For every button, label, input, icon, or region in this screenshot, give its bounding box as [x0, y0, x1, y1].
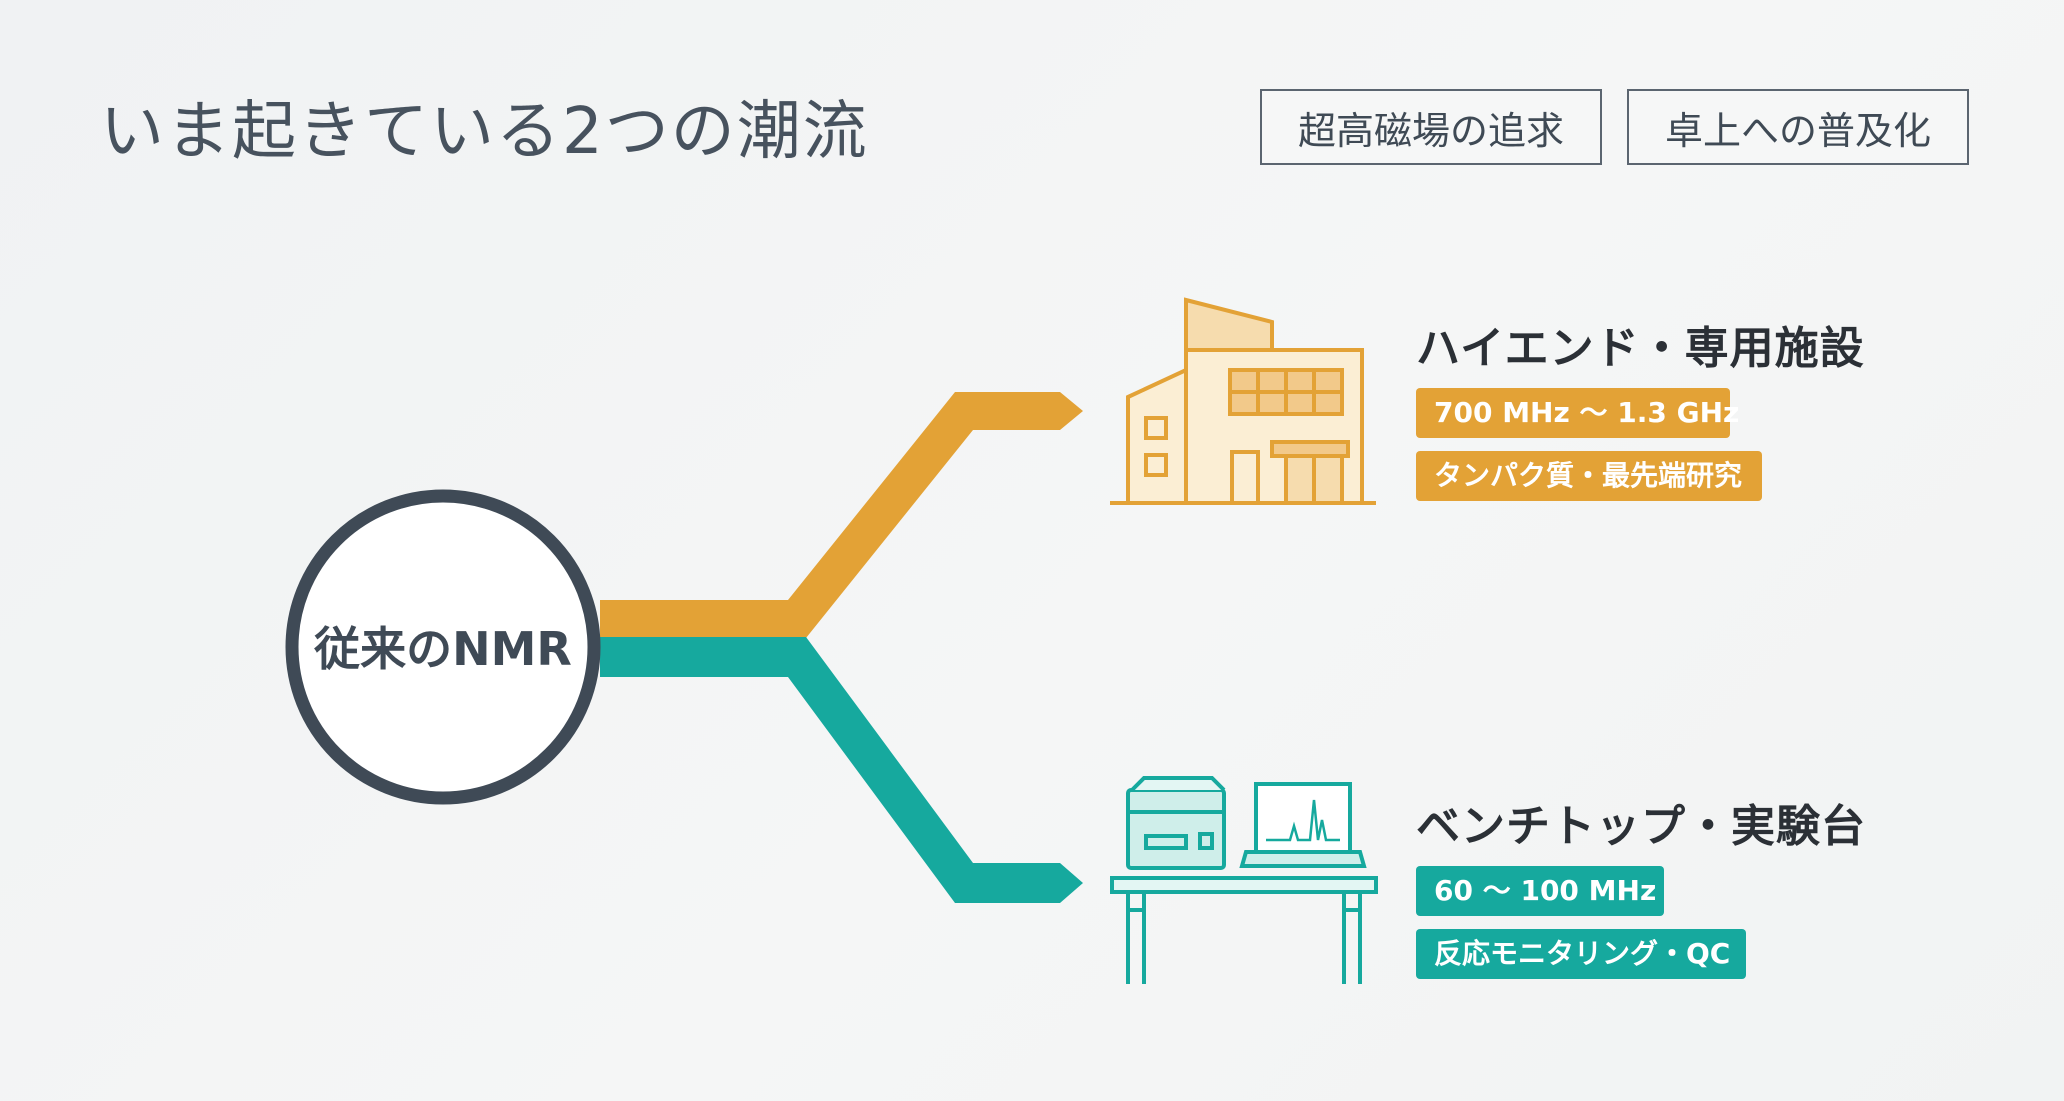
traditional-nmr-node: 従来のNMR: [285, 489, 601, 805]
building-icon: [1110, 297, 1376, 505]
benchtop-frequency-pill: 60 ～ 100 MHz: [1416, 866, 1664, 916]
high-end-frequency-pill: 700 MHz ～ 1.3 GHz: [1416, 388, 1739, 438]
page-title: いま起きている2つの潮流: [100, 95, 869, 169]
center-label: 従来のNMR: [313, 622, 572, 676]
tag-desktop-adoption: 卓上への普及化: [1627, 89, 1969, 165]
benchtop-application-pill: 反応モニタリング・QC: [1416, 929, 1746, 979]
benchtop-title: ベンチトップ・実験台: [1416, 801, 1866, 852]
high-end-title: ハイエンド・専用施設: [1416, 323, 1865, 374]
tag-ultra-high-field: 超高磁場の追求: [1260, 89, 1602, 165]
benchtop-instrument-icon: [1110, 776, 1378, 984]
high-end-application-pill: タンパク質・最先端研究: [1416, 451, 1762, 501]
high-end-branch-arrow: [600, 392, 1083, 638]
benchtop-branch-arrow: [600, 637, 1083, 903]
